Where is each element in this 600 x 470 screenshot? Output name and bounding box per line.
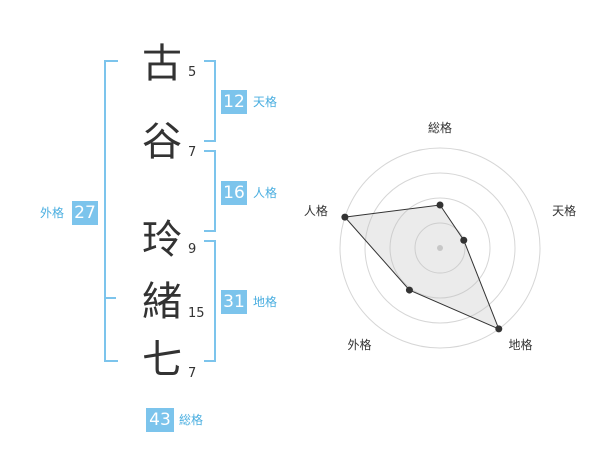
chikaku-label: 地格 (253, 295, 278, 309)
tenkaku-value: 12 (221, 90, 247, 114)
gaikaku-bracket-tick (104, 297, 116, 299)
stroke-count-5: 7 (188, 366, 197, 381)
radar-grid-ring (364, 172, 516, 324)
radar-point-1 (436, 201, 444, 209)
gaikaku-bracket (104, 60, 118, 362)
name-char-1: 古 (142, 41, 182, 87)
stroke-count-1: 5 (188, 65, 197, 80)
radar-center-dot (437, 245, 443, 251)
jinkaku-label: 人格 (253, 186, 278, 200)
tenkaku-label: 天格 (253, 95, 278, 109)
radar-axis-label: 総格 (428, 120, 452, 135)
name-char-2: 谷 (142, 119, 182, 165)
radar-point-5 (341, 213, 349, 221)
name-char-5: 七 (142, 337, 182, 383)
jinkaku-bracket (204, 150, 216, 232)
soukaku-label: 総格 (179, 413, 204, 427)
radar-grid-ring (414, 222, 466, 274)
chikaku-value: 31 (221, 290, 247, 314)
stroke-count-2: 7 (188, 145, 197, 160)
radar-axis-label: 天格 (552, 203, 576, 218)
radar-axis-label: 地格 (509, 337, 533, 352)
tenkaku-bracket (204, 60, 216, 142)
name-char-3: 玲 (142, 217, 182, 263)
radar-point-3 (495, 325, 503, 333)
radar-axis-label: 外格 (347, 337, 371, 352)
jinkaku-value: 16 (221, 181, 247, 205)
stroke-count-4: 15 (188, 306, 205, 321)
stroke-count-3: 9 (188, 242, 197, 257)
soukaku-value: 43 (146, 408, 174, 432)
radar-point-2 (460, 236, 468, 244)
gaikaku-value: 27 (72, 201, 98, 225)
name-char-4: 緒 (142, 279, 182, 325)
radar-grid-ring (339, 147, 541, 349)
radar-axis-label: 人格 (304, 203, 328, 218)
chikaku-bracket (204, 240, 216, 362)
radar-data-polygon (343, 204, 500, 330)
radar-point-4 (405, 286, 413, 294)
radar-grid-ring (389, 197, 491, 299)
gaikaku-label: 外格 (40, 206, 65, 220)
